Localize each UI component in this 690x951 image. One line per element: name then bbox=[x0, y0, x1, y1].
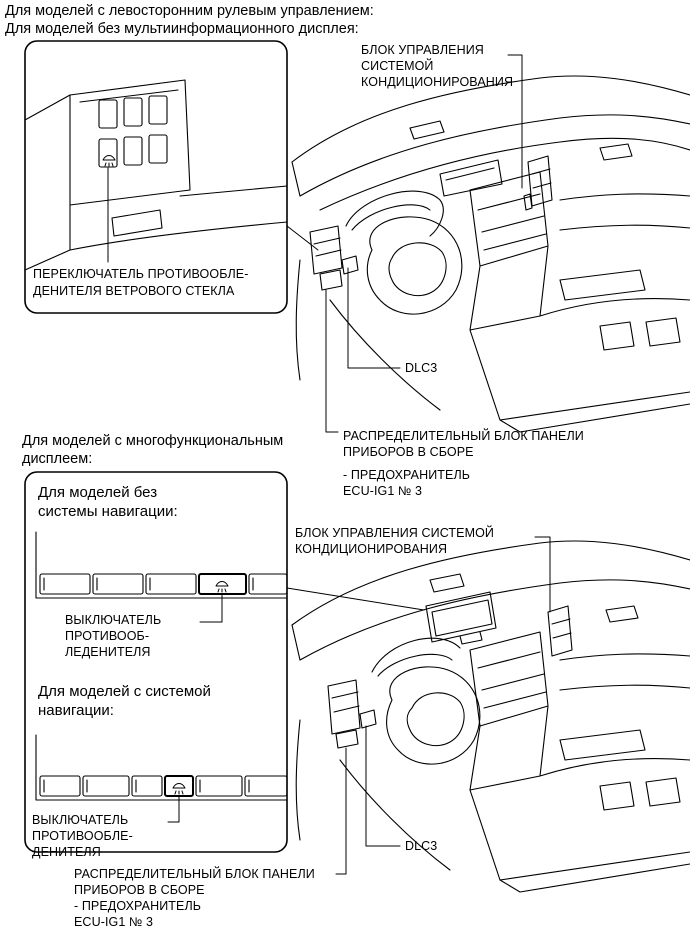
defroster-icon bbox=[172, 783, 186, 795]
leader-bottom-ac bbox=[534, 536, 551, 613]
defroster-icon bbox=[215, 581, 229, 593]
multi-display-heading-line: Для моделей с многофункциональным bbox=[22, 433, 284, 449]
no-nav-switch-strip bbox=[35, 531, 288, 599]
bottom-switch-label-2-line: ПРОТИВООБЛЕ- bbox=[32, 829, 133, 843]
with-nav-heading-line: навигации: bbox=[38, 702, 114, 719]
top-ac-unit-label: БЛОК УПРАВЛЕНИЯ СИСТЕМОЙ КОНДИЦИОНИРОВАН… bbox=[361, 42, 513, 90]
leader-top-inset bbox=[286, 225, 319, 251]
no-nav-heading-line: Для моделей без bbox=[38, 484, 158, 501]
bottom-fuse-label: - ПРЕДОХРАНИТЕЛЬ ECU-IG1 № 3 bbox=[74, 898, 201, 930]
no-nav-heading: Для моделей без системы навигации: bbox=[38, 483, 178, 521]
bottom-switch-label-2-line: ДЕНИТЕЛЯ bbox=[32, 845, 101, 859]
bottom-switch-label-1-line: ПРОТИВООБ- bbox=[65, 629, 150, 643]
top-fuse-label-line: ECU-IG1 № 3 bbox=[343, 484, 423, 498]
multi-display-heading: Для моделей с многофункциональным диспле… bbox=[22, 432, 283, 468]
top-ac-unit-label-line: КОНДИЦИОНИРОВАНИЯ bbox=[361, 75, 514, 89]
bottom-junction-block-label-line: ПРИБОРОВ В СБОРЕ bbox=[74, 883, 205, 897]
bottom-junction-block-label-line: РАСПРЕДЕЛИТЕЛЬНЫЙ БЛОК ПАНЕЛИ bbox=[74, 867, 315, 881]
with-nav-heading-line: Для моделей с системой bbox=[38, 683, 211, 700]
bottom-switch-label-2-line: ВЫКЛЮЧАТЕЛЬ bbox=[32, 813, 129, 827]
top-ac-unit-label-line: БЛОК УПРАВЛЕНИЯ bbox=[361, 43, 484, 57]
header-line-2: Для моделей без мультиинформационного ди… bbox=[5, 21, 359, 37]
bottom-ac-unit-label: БЛОК УПРАВЛЕНИЯ СИСТЕМОЙ КОНДИЦИОНИРОВАН… bbox=[295, 525, 494, 557]
top-inset-frame bbox=[24, 40, 288, 314]
bottom-dashboard-drawing bbox=[291, 540, 690, 893]
top-junction-block-label-line: РАСПРЕДЕЛИТЕЛЬНЫЙ БЛОК ПАНЕЛИ bbox=[343, 429, 584, 443]
top-dashboard-drawing bbox=[291, 75, 690, 433]
leader-top-ac bbox=[507, 54, 523, 189]
top-fuse-label-line: - ПРЕДОХРАНИТЕЛЬ bbox=[343, 468, 471, 482]
bottom-switch-label-1-line: ВЫКЛЮЧАТЕЛЬ bbox=[65, 613, 162, 627]
no-nav-heading-line: системы навигации: bbox=[38, 503, 178, 520]
leader-bottom-switch-1 bbox=[199, 593, 223, 623]
bottom-switch-label-2: ВЫКЛЮЧАТЕЛЬ ПРОТИВООБЛЕ- ДЕНИТЕЛЯ bbox=[32, 812, 133, 860]
multi-display-heading-line: дисплеем: bbox=[22, 451, 93, 467]
top-inset-drawing bbox=[24, 79, 288, 271]
header-line-1: Для моделей с левосторонним рулевым упра… bbox=[5, 3, 374, 19]
bottom-junction-block-label: РАСПРЕДЕЛИТЕЛЬНЫЙ БЛОК ПАНЕЛИ ПРИБОРОВ В… bbox=[74, 866, 315, 898]
leader-bottom-dlc3 bbox=[365, 725, 401, 847]
bottom-switch-label-1-line: ЛЕДЕНИТЕЛЯ bbox=[65, 645, 151, 659]
leader-bottom-switch-2 bbox=[167, 795, 180, 823]
top-defogger-switch-label: ПЕРЕКЛЮЧАТЕЛЬ ПРОТИВООБЛЕ- ДЕНИТЕЛЯ ВЕТР… bbox=[33, 266, 249, 300]
top-junction-block-label: РАСПРЕДЕЛИТЕЛЬНЫЙ БЛОК ПАНЕЛИ ПРИБОРОВ В… bbox=[343, 428, 584, 460]
bottom-fuse-label-line: - ПРЕДОХРАНИТЕЛЬ bbox=[74, 899, 202, 913]
leader-top-junction bbox=[325, 289, 339, 433]
leader-bottom-junction bbox=[335, 747, 347, 875]
bottom-dlc3-label: DLC3 bbox=[405, 839, 438, 853]
bottom-fuse-label-line: ECU-IG1 № 3 bbox=[74, 915, 154, 929]
top-defogger-switch-label-line: ДЕНИТЕЛЯ ВЕТРОВОГО СТЕКЛА bbox=[33, 284, 235, 298]
bottom-ac-unit-label-line: КОНДИЦИОНИРОВАНИЯ bbox=[295, 542, 448, 556]
leader-top-dlc3 bbox=[347, 267, 401, 369]
with-nav-switch-strip bbox=[35, 734, 288, 801]
bottom-switch-label-1: ВЫКЛЮЧАТЕЛЬ ПРОТИВООБ- ЛЕДЕНИТЕЛЯ bbox=[65, 612, 161, 660]
with-nav-heading: Для моделей с системой навигации: bbox=[38, 682, 211, 720]
top-dlc3-label: DLC3 bbox=[405, 361, 438, 375]
bottom-inset-frame bbox=[24, 471, 288, 853]
top-ac-unit-label-line: СИСТЕМОЙ bbox=[361, 59, 434, 73]
defroster-icon bbox=[102, 155, 116, 167]
top-junction-block-label-line: ПРИБОРОВ В СБОРЕ bbox=[343, 445, 474, 459]
leader-bottom-inset bbox=[286, 587, 425, 611]
bottom-ac-unit-label-line: БЛОК УПРАВЛЕНИЯ СИСТЕМОЙ bbox=[295, 526, 495, 540]
top-defogger-switch-label-line: ПЕРЕКЛЮЧАТЕЛЬ ПРОТИВООБЛЕ- bbox=[33, 267, 249, 281]
top-fuse-label: - ПРЕДОХРАНИТЕЛЬ ECU-IG1 № 3 bbox=[343, 467, 470, 499]
